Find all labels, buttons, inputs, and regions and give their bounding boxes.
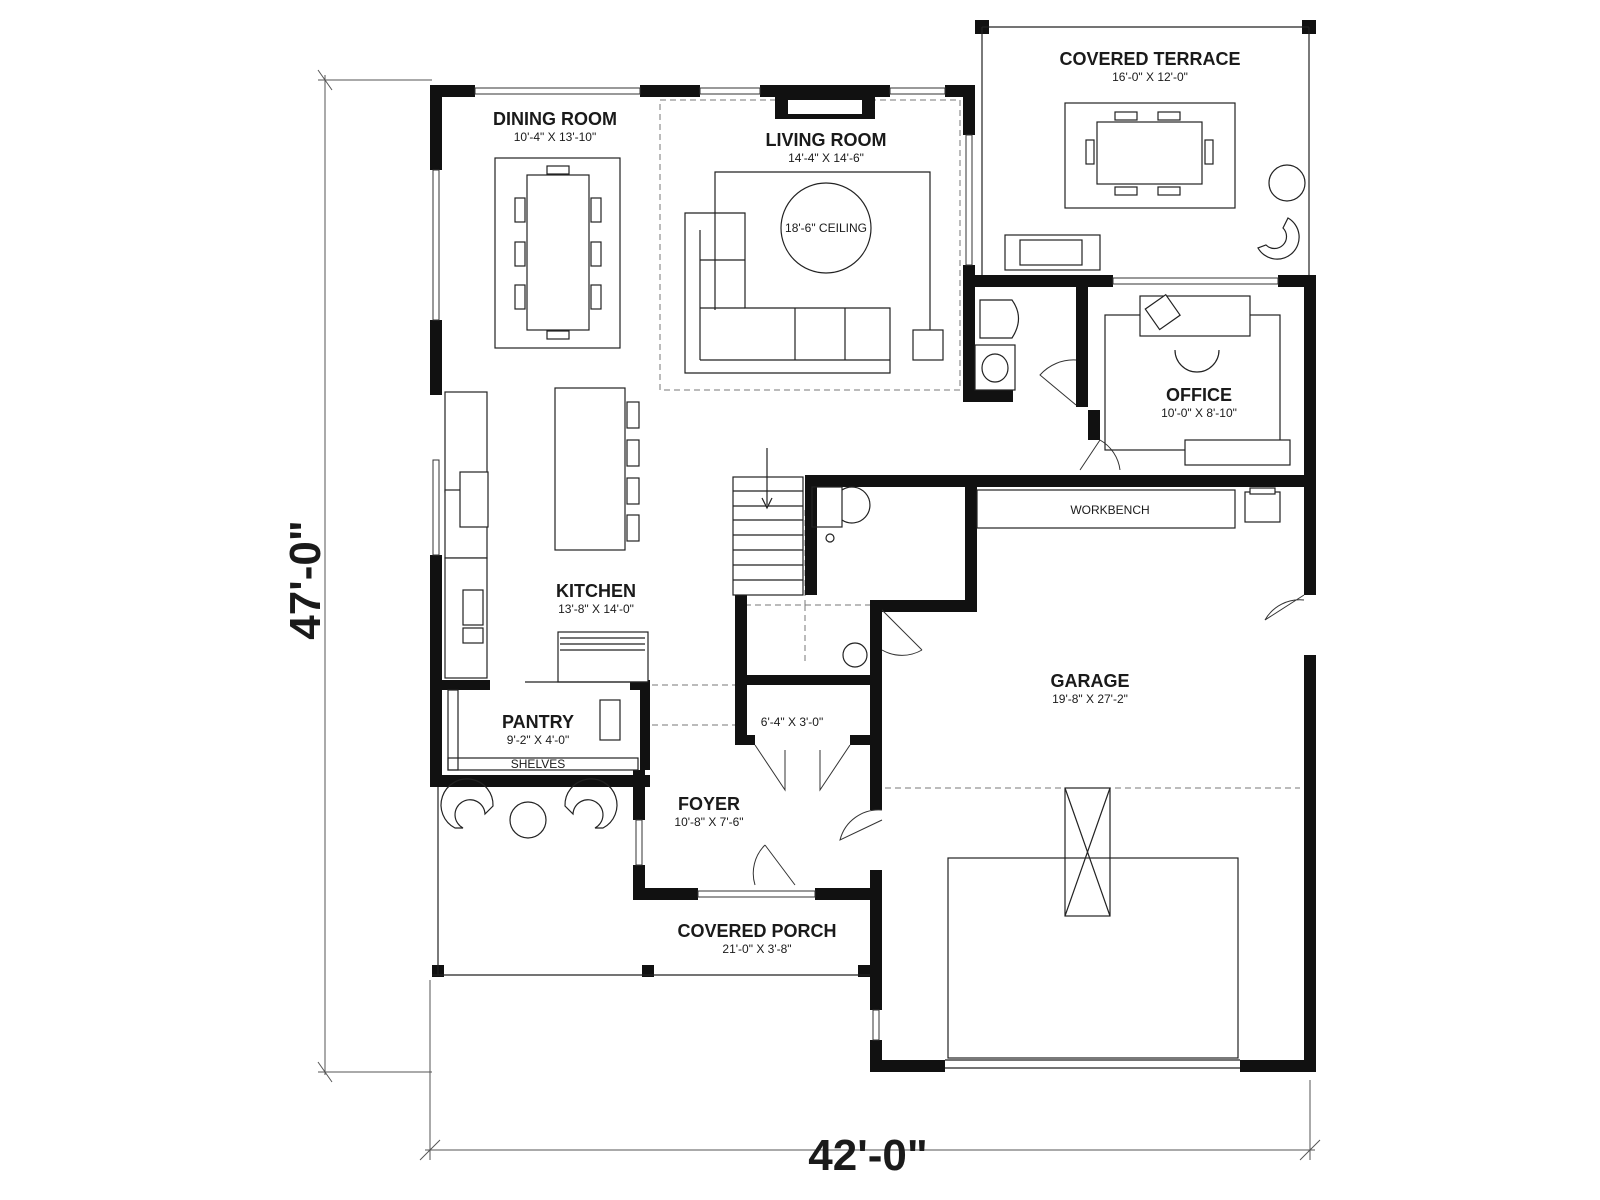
- workbench-label: WORKBENCH: [1070, 503, 1149, 517]
- overall-depth-label: 47'-0": [281, 520, 330, 639]
- garage-name: GARAGE: [1050, 671, 1129, 691]
- terrace-dim: 16'-0" X 12'-0": [1112, 70, 1188, 84]
- office-dim: 10'-0" X 8'-10": [1161, 406, 1237, 420]
- closet-dim: 6'-4" X 3'-0": [761, 715, 823, 729]
- walls: [430, 20, 1316, 1072]
- dining-room-name: DINING ROOM: [493, 109, 617, 129]
- porch-name: COVERED PORCH: [677, 921, 836, 941]
- windows: [432, 87, 1279, 1041]
- living-room-dim: 14'-4" X 14'-6": [788, 151, 864, 165]
- kitchen-dim: 13'-8" X 14'-0": [558, 602, 634, 616]
- pantry-name: PANTRY: [502, 712, 574, 732]
- room-labels: DINING ROOM 10'-4" X 13'-10" LIVING ROOM…: [493, 49, 1241, 956]
- overall-width-label: 42'-0": [808, 1131, 927, 1180]
- porch-dim: 21'-0" X 3'-8": [722, 942, 791, 956]
- pantry-shelves-label: SHELVES: [511, 757, 565, 771]
- garage-dim: 19'-8" X 27'-2": [1052, 692, 1128, 706]
- kitchen-name: KITCHEN: [556, 581, 636, 601]
- foyer-dim: 10'-8" X 7'-6": [674, 815, 743, 829]
- furniture: [440, 102, 1306, 1059]
- dimension-lines: [317, 69, 1321, 1161]
- living-room-ceiling-note: 18'-6" CEILING: [785, 221, 867, 235]
- office-name: OFFICE: [1166, 385, 1232, 405]
- outline-lines: [432, 26, 1310, 1069]
- foyer-name: FOYER: [678, 794, 740, 814]
- doors: [752, 359, 1305, 886]
- dining-room-dim: 10'-4" X 13'-10": [514, 130, 596, 144]
- terrace-name: COVERED TERRACE: [1059, 49, 1240, 69]
- pantry-dim: 9'-2" X 4'-0": [507, 733, 569, 747]
- living-room-name: LIVING ROOM: [766, 130, 887, 150]
- stairs: [732, 448, 804, 596]
